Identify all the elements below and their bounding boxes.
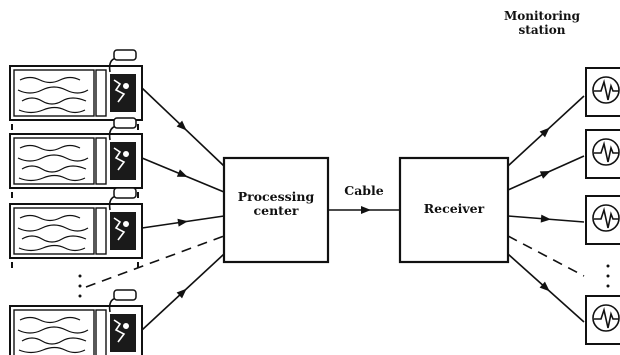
monitoring-label-line1: Monitoring <box>503 9 581 23</box>
bed-link-dashed <box>85 235 225 288</box>
cable-label: Cable <box>344 183 384 198</box>
processing-center-label: Processing center <box>224 189 328 219</box>
monitoring-label-line2: station <box>518 22 566 37</box>
monitor-link-dashed <box>507 235 585 277</box>
monitor-3 <box>585 195 620 245</box>
monitor-ellipsis <box>606 264 610 288</box>
processing-label-line2: center <box>253 203 299 219</box>
processing-label-line1: Processing <box>237 189 315 204</box>
receiver-label: Receiver <box>423 201 485 216</box>
patient-bed-3 <box>9 187 143 269</box>
receiver-box <box>398 156 510 264</box>
arrowhead <box>176 288 187 299</box>
arrowhead <box>176 169 188 177</box>
arrowhead <box>540 214 551 223</box>
patient-bed-4 <box>9 289 143 355</box>
arrowhead <box>539 281 550 292</box>
arrowhead <box>361 206 371 214</box>
bed-ellipsis <box>78 274 82 298</box>
arrowhead <box>177 218 188 227</box>
patient-bed-2 <box>9 117 143 199</box>
monitoring-station-label: Monitoring station <box>494 9 590 38</box>
monitor-1 <box>585 67 620 117</box>
arrowhead <box>176 120 187 131</box>
monitor-2 <box>585 129 620 179</box>
arrowhead <box>539 127 550 138</box>
monitor-4 <box>585 295 620 345</box>
arrowhead <box>539 170 551 179</box>
